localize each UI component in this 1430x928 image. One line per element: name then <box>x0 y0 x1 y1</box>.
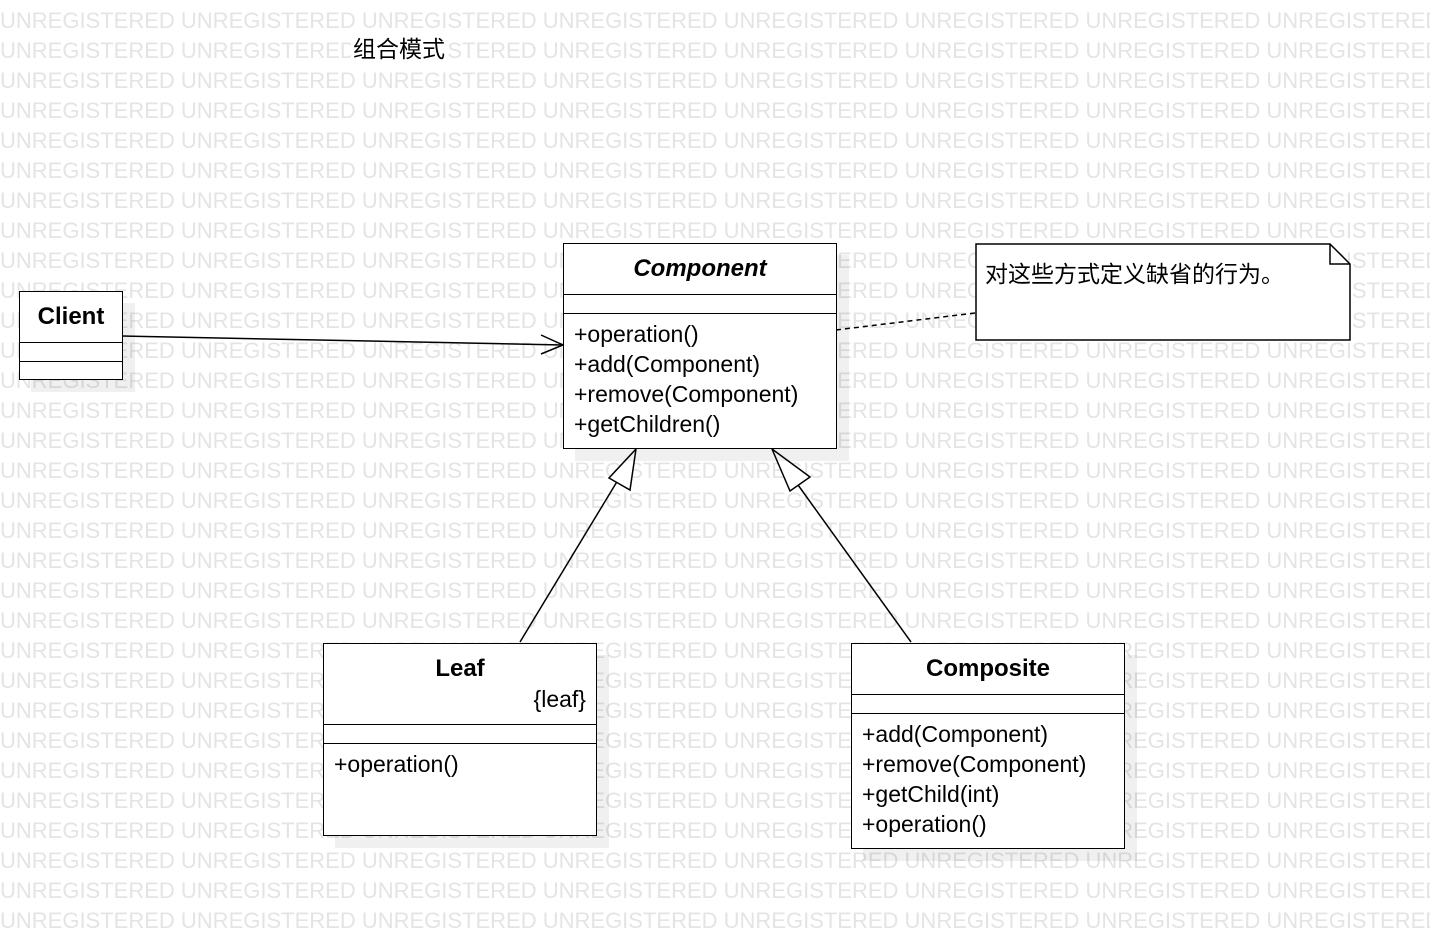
note-shape <box>975 243 1351 341</box>
class-leaf-name: Leaf <box>435 655 485 682</box>
class-client-attributes <box>20 343 122 362</box>
operation: +operation() <box>862 811 987 837</box>
class-leaf-attributes <box>324 725 596 744</box>
association-client-component[interactable] <box>121 335 564 346</box>
class-component-name: Component <box>633 255 767 282</box>
diagram-title: 组合模式 <box>351 30 447 64</box>
note-text: 对这些方式定义缺省的行为。 <box>985 262 1284 288</box>
class-component-name-compartment: Component <box>564 244 836 295</box>
note-anchor-line[interactable] <box>835 312 976 331</box>
class-leaf-operations: +operation() <box>324 744 596 779</box>
uml-note[interactable]: 对这些方式定义缺省的行为。 <box>975 243 1351 341</box>
generalization-leaf-component[interactable] <box>519 474 622 643</box>
operation: +operation() <box>574 321 699 347</box>
operation: +operation() <box>334 751 459 777</box>
class-composite-attributes <box>852 695 1124 714</box>
generalization-triangle-leaf <box>607 446 638 492</box>
operation: +getChild(int) <box>862 781 1000 807</box>
generalization-composite-component[interactable] <box>792 477 912 643</box>
class-client[interactable]: Client <box>19 291 123 380</box>
class-composite[interactable]: Composite +add(Component) +remove(Compon… <box>851 643 1125 849</box>
class-composite-name: Composite <box>925 655 1050 682</box>
class-component[interactable]: Component +operation() +add(Component) +… <box>563 243 837 449</box>
operation: +remove(Component) <box>574 381 799 407</box>
class-client-name-compartment: Client <box>20 292 122 343</box>
operation: +getChildren() <box>574 411 721 437</box>
class-leaf-name-compartment: Leaf {leaf} <box>324 644 596 725</box>
class-client-name: Client <box>37 303 105 330</box>
class-leaf-constraint: {leaf} <box>533 686 586 712</box>
operation: +remove(Component) <box>862 751 1087 777</box>
operation: +add(Component) <box>574 351 761 377</box>
class-component-operations: +operation() +add(Component) +remove(Com… <box>564 314 836 439</box>
class-component-attributes <box>564 295 836 314</box>
class-leaf[interactable]: Leaf {leaf} +operation() <box>323 643 597 836</box>
class-composite-operations: +add(Component) +remove(Component) +getC… <box>852 714 1124 839</box>
operation: +add(Component) <box>862 721 1049 747</box>
generalization-triangle-composite <box>770 446 812 493</box>
class-composite-name-compartment: Composite <box>852 644 1124 695</box>
